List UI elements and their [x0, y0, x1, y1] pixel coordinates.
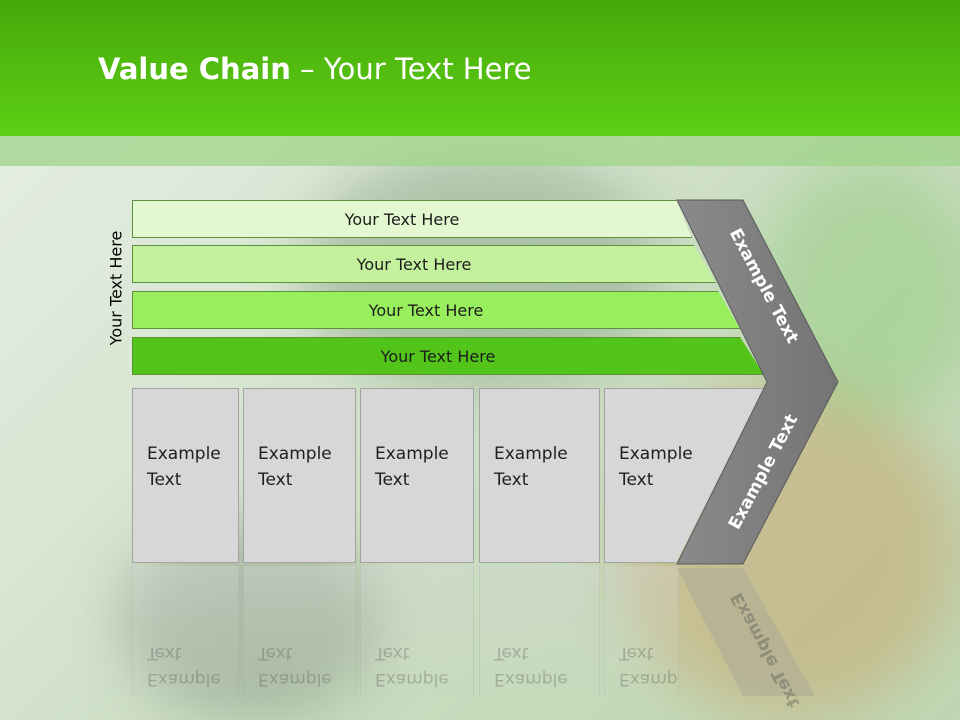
- activity-box-5-line1: Example: [619, 444, 693, 464]
- reflection-3-line1: Example: [375, 669, 449, 689]
- reflection-3-line2: Text: [375, 643, 410, 663]
- activity-box-4-reflection: Example Text: [479, 566, 600, 696]
- value-bar-3[interactable]: Your Text Here: [132, 291, 740, 329]
- value-bar-1[interactable]: Your Text Here: [132, 200, 692, 238]
- activity-box-3-line1: Example: [375, 444, 449, 464]
- activity-box-5-line2: Text: [619, 470, 654, 490]
- activity-box-5-reflection: Example Text: [604, 566, 679, 696]
- title-strong: Value Chain: [98, 52, 291, 86]
- header-band: [0, 136, 960, 166]
- reflection-5-line1: Example: [619, 669, 678, 689]
- activity-box-1-line1: Example: [147, 444, 221, 464]
- reflection-1-line1: Example: [147, 669, 221, 689]
- side-label-text: Your Text Here: [106, 230, 126, 346]
- value-bar-1-text: Your Text Here: [344, 209, 460, 229]
- value-bar-4[interactable]: Your Text Here: [132, 337, 764, 375]
- activity-box-3-reflection: Example Text: [360, 566, 474, 696]
- slide-title[interactable]: Value Chain – Your Text Here: [98, 52, 532, 86]
- reflection-5-line2: Text: [619, 643, 654, 663]
- activity-box-3-line2: Text: [375, 470, 410, 490]
- reflection-2-line1: Example: [258, 669, 332, 689]
- reflection-2-line2: Text: [258, 643, 293, 663]
- activity-box-1-reflection: Example Text: [132, 566, 239, 696]
- chevron-reflection-shape: [677, 568, 815, 696]
- value-bar-3-text: Your Text Here: [368, 300, 484, 320]
- chevron-reflection: [677, 568, 815, 696]
- title-bar: [0, 0, 960, 136]
- activity-box-2-reflection: Example Text: [243, 566, 356, 696]
- activity-box-2-line1: Example: [258, 444, 332, 464]
- reflection-4-line2: Text: [494, 643, 529, 663]
- value-bar-2-text: Your Text Here: [356, 254, 472, 274]
- reflection-1-line2: Text: [147, 643, 182, 663]
- reflection-4-line1: Example: [494, 669, 568, 689]
- chevron-shape: [676, 199, 839, 565]
- value-chain-chevron[interactable]: [675, 198, 841, 566]
- title-rest: – Your Text Here: [290, 52, 532, 86]
- activity-box-1-line2: Text: [147, 470, 182, 490]
- activity-box-2-line2: Text: [258, 470, 293, 490]
- value-bar-4-text: Your Text Here: [380, 346, 496, 366]
- activity-box-4-line2: Text: [494, 470, 529, 490]
- value-bar-2[interactable]: Your Text Here: [132, 245, 716, 283]
- activity-box-4-line1: Example: [494, 444, 568, 464]
